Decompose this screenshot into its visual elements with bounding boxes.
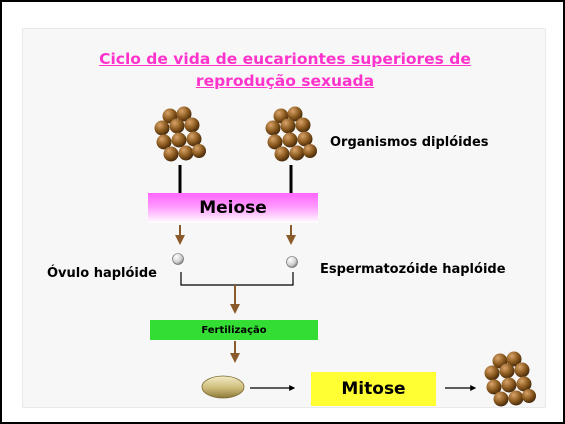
fertilization-box: Fertilização <box>150 320 318 340</box>
organisms-label: Organismos diplóides <box>330 135 489 150</box>
haploid-cell-icon <box>172 253 184 265</box>
cell-cluster-icon <box>154 106 206 162</box>
cell-cluster-icon <box>484 351 536 407</box>
haploid-cell-icon <box>286 256 298 268</box>
meiosis-box: Meiose <box>148 193 318 223</box>
title-line-1: Ciclo de vida de eucariontes superiores … <box>99 50 471 68</box>
title-line-2: reprodução sexuada <box>195 72 375 90</box>
joining-bracket <box>180 272 294 286</box>
zygote-icon <box>201 375 245 399</box>
mitosis-box: Mitose <box>311 372 436 406</box>
cell-cluster-icon <box>265 106 317 162</box>
ovule-label: Óvulo haplóide <box>47 266 157 281</box>
sperm-label: Espermatozóide haplóide <box>320 262 506 277</box>
